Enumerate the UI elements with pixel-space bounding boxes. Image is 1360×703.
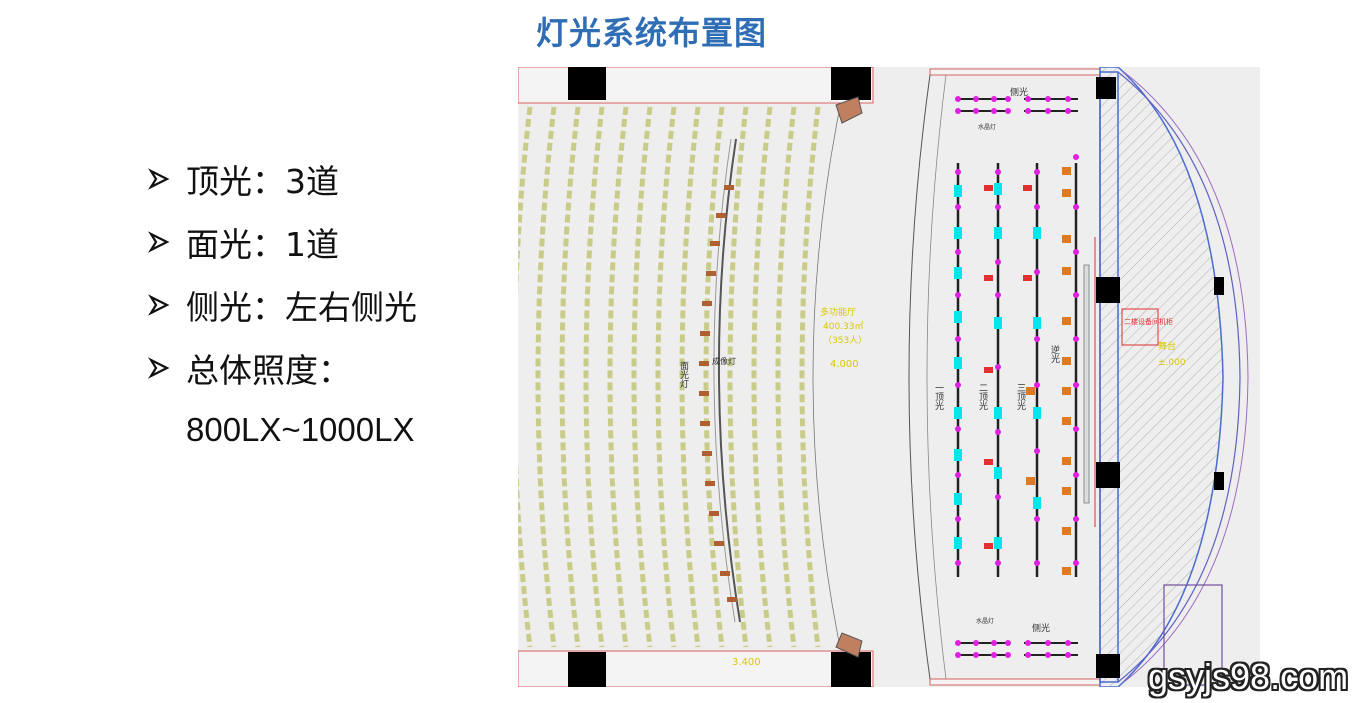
stage-label: 舞台	[1158, 340, 1176, 352]
hall-name-label: 多功能厅	[820, 306, 856, 318]
left-height-label: 3.400	[732, 657, 761, 668]
stage-height-label: ±.000	[1158, 358, 1186, 368]
arrow-bullet-icon	[148, 294, 170, 316]
bullet-item: 面光：1道	[148, 218, 339, 266]
column	[831, 652, 871, 687]
illuminance-value: 800LX~1000LX	[186, 411, 415, 448]
hall-capacity-label: （353人）	[823, 335, 867, 346]
bullet-text-top-light: 顶光：3道	[186, 162, 339, 201]
small-lamp-label-top: 水晶灯	[978, 123, 996, 131]
bullet-item: 总体照度：	[148, 344, 351, 392]
hall-height-label: 4.000	[830, 359, 859, 370]
column	[831, 67, 871, 100]
top-light-3-label: 三顶光	[1015, 383, 1026, 411]
magenta-fixtures	[955, 154, 1079, 566]
bullet-item: 顶光：3道	[148, 155, 339, 203]
equipment-room-label: 二楼设备间机柜	[1124, 317, 1173, 326]
bullet-text-side-light: 侧光：左右侧光	[186, 288, 417, 327]
orange-fixtures	[1026, 167, 1071, 575]
hall-area-label: 400.33㎡	[823, 321, 864, 332]
arrow-bullet-icon	[148, 168, 170, 190]
column	[568, 652, 606, 687]
face-light-label: 面光灯	[678, 361, 689, 389]
lighting-floor-plan: 面光灯 成像灯 多功能厅 400.33㎡ （353人） 4.000 3.400 …	[518, 67, 1260, 687]
top-light-1-label: 一顶光	[933, 383, 944, 411]
small-lamp-label-bottom: 水晶灯	[976, 617, 994, 625]
side-light-bottom-label: 侧光	[1032, 622, 1050, 634]
bullet-item: 侧光：左右侧光	[148, 281, 417, 329]
watermark-text: gsyjs98.com	[1148, 656, 1349, 697]
top-light-2-label: 二顶光	[977, 383, 988, 411]
page-title: 灯光系统布置图	[536, 14, 768, 52]
bullet-text-illuminance: 总体照度：	[186, 351, 351, 390]
arrow-bullet-icon	[148, 231, 170, 253]
bullet-text-face-light: 面光：1道	[186, 225, 339, 264]
column	[568, 67, 606, 100]
back-light-label: 逆光	[1049, 344, 1060, 364]
imaging-light-label: 成像灯	[712, 356, 736, 366]
floor-plan-drawing: 面光灯 成像灯 多功能厅 400.33㎡ （353人） 4.000 3.400 …	[518, 67, 1260, 687]
cyan-fixtures	[954, 183, 1041, 549]
side-light-top-label: 侧光	[1010, 86, 1028, 98]
arrow-bullet-icon	[148, 357, 170, 379]
